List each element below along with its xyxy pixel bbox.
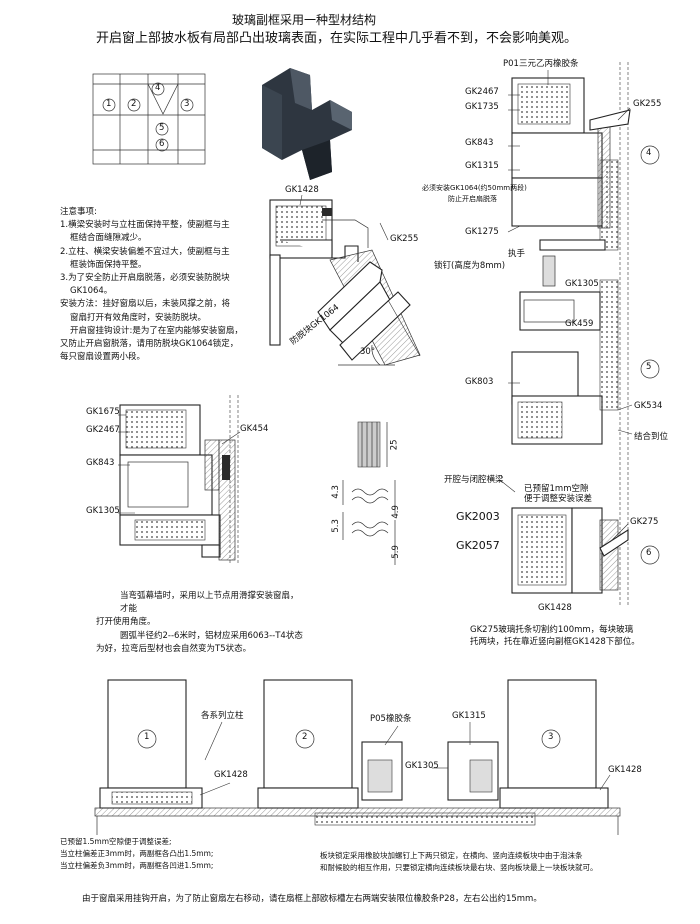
label-joint: 结合到位 [634, 432, 669, 442]
marker-4: 4 [646, 148, 652, 158]
label-gk1428-right: GK1428 [538, 603, 572, 613]
grid-marker-circle [155, 138, 169, 152]
grid-marker-3: 3 [184, 99, 190, 109]
note-line: 圆弧半径约2--6米时，铝材应采用6063--T4状态 [120, 630, 303, 641]
label-gk2003: GK2003 [456, 510, 500, 523]
right-vertical-section [499, 62, 660, 605]
lock-note-1: 板块锁定采用橡胶块加螺钉上下两只锁定，在横向、竖向连续板块中由于泡沫条 [320, 851, 583, 860]
notes-heading: 注意事项: [60, 207, 97, 217]
label-gk275: GK275 [630, 517, 659, 527]
grid-marker-4: 4 [155, 83, 161, 93]
left-section-detail [118, 395, 241, 565]
label-angle-30: 30° [360, 347, 376, 357]
label-gk1275: GK1275 [465, 227, 499, 237]
sheet-subtitle: 开启窗上部披水板有局部凸出玻璃表面，在实际工程中几乎看不到，不会影响美观。 [96, 31, 578, 46]
profile-3d-render [262, 68, 352, 180]
dim-25: 25 [389, 439, 400, 451]
note-line: 打开使用角度。 [96, 617, 156, 628]
label-p05: P05橡胶条 [370, 714, 412, 724]
label-gap-1mm: 已预留1mm空隙 [524, 484, 589, 494]
label-gk459: GK459 [565, 319, 594, 329]
rubber-strip-detail [342, 421, 396, 565]
label-gk2467-left: GK2467 [86, 425, 120, 435]
grid-marker-circle [180, 98, 194, 112]
dim-4-9: 4.9 [390, 505, 401, 519]
elevation-grid [92, 73, 206, 165]
gap-note-2: 当立柱偏差正3mm时，两副框各凸出1.5mm; [60, 849, 214, 858]
label-gk1305-plan: GK1305 [405, 761, 439, 771]
label-handle: 执手 [508, 249, 526, 259]
note-line: 框结合面缝隙减少。 [70, 233, 147, 244]
note-line: 3.为了安全防止开启扇脱落，必须安装防脱块 [60, 273, 230, 284]
label-gk1428-plan-right: GK1428 [608, 765, 642, 775]
label-screw: 锁钉(高度为8mm) [434, 261, 506, 271]
label-anti-fall: 防止开启扇脱落 [448, 195, 497, 203]
label-gk454: GK454 [240, 424, 269, 434]
notes-block: 注意事项: 1.横梁安装时与立柱面保持平整，使副框与主 框结合面缝隙减少。 2.… [60, 206, 260, 364]
note-line: 每只窗扇设置两小段。 [60, 352, 146, 363]
grid-marker-circle [102, 98, 116, 112]
note-line: 开启窗挂钩设计:是为了在室内能够安装窗扇， [70, 325, 243, 336]
label-gk1315-plan: GK1315 [452, 711, 486, 721]
note-line: GK1064。 [70, 286, 113, 297]
sheet-title: 玻璃副框采用一种型材结构 [232, 13, 377, 27]
label-gk2467-right: GK2467 [465, 87, 499, 97]
label-gk1675: GK1675 [86, 407, 120, 417]
label-transom: 开腔与闭腔横梁 [444, 475, 504, 485]
grid-marker-circle [127, 98, 141, 112]
label-p01: P01三元乙丙橡胶条 [503, 59, 579, 69]
label-gk1315-right: GK1315 [465, 161, 499, 171]
label-gap-adjust: 便于调整安装误差 [524, 494, 593, 504]
grid-marker-circle [151, 82, 165, 96]
dim-5-3: 5.3 [330, 519, 341, 533]
plan-marker-3: 3 [548, 732, 554, 742]
label-gk2057: GK2057 [456, 539, 500, 552]
gap-note-3: 当立柱偏差负3mm时，两副框各凹进1.5mm; [60, 861, 214, 870]
grid-marker-1: 1 [106, 99, 112, 109]
note-line: 窗扇打开有效角度时，安装防脱块。 [70, 312, 207, 323]
note-line: 2.立柱、横梁安装偏差不宜过大，使副框与主 [60, 246, 230, 257]
label-gk1735: GK1735 [465, 102, 499, 112]
plan-marker-1: 1 [144, 732, 150, 742]
label-gk534: GK534 [634, 401, 663, 411]
label-must-install: 必须安装GK1064(约50mm两段) [422, 184, 527, 192]
grid-marker-circle [155, 122, 169, 136]
label-mullion: 各系列立柱 [201, 711, 244, 721]
note-line: 当弯弧幕墙时，采用以上节点用滑撑安装窗扇，才能 [120, 591, 299, 615]
note-line: 安装方法：挂好窗扇以后，未装风撑之前，将 [60, 299, 231, 310]
window-hinge-section [269, 194, 421, 366]
marker-6: 6 [646, 548, 652, 558]
note-line: 1.横梁安装时与立柱面保持平整，使副框与主 [60, 220, 230, 231]
gk275-note-2: 托两块，托在靠近竖向副框GK1428下部位。 [470, 637, 640, 647]
dim-4-3: 4.3 [330, 485, 341, 499]
note-line: 又防止开启窗脱落，请用防脱块GK1064锁定， [60, 339, 239, 350]
label-gk255-mid: GK255 [390, 234, 419, 244]
note-line: 为好，拉弯后型材也会自然变为T5状态。 [96, 643, 252, 654]
curved-wall-note: 当弯弧幕墙时，采用以上节点用滑撑安装窗扇，才能 打开使用角度。 圆弧半径约2--… [96, 590, 306, 656]
note-line: 框装饰面保持平整。 [70, 259, 147, 270]
label-gk1305-right: GK1305 [565, 279, 599, 289]
label-gk803: GK803 [465, 377, 494, 387]
marker-5: 5 [646, 362, 652, 372]
bottom-plan-section [94, 679, 621, 835]
label-gk843-right: GK843 [465, 138, 494, 148]
gap-note-1: 已预留1.5mm空隙便于调整误差; [60, 837, 172, 846]
label-gk1305-left: GK1305 [86, 506, 120, 516]
lock-note-2: 和耐候胶的相互作用，只要锁定横向连续板块最右块、竖向板块最上一块板块就可。 [320, 863, 598, 872]
label-gk255-right: GK255 [633, 99, 662, 109]
label-gk843-left: GK843 [86, 458, 115, 468]
grid-marker-5: 5 [159, 123, 165, 133]
grid-marker-2: 2 [131, 99, 137, 109]
label-gk1428-mid: GK1428 [285, 185, 319, 195]
dim-5-9: 5.9 [390, 545, 401, 559]
label-gk1428-plan-left: GK1428 [214, 770, 248, 780]
grid-marker-6: 6 [159, 139, 165, 149]
gk275-note-1: GK275玻璃托条切割约100mm，每块玻璃 [470, 625, 634, 635]
footer-note: 由于窗扇采用挂钩开启，为了防止窗扇左右移动，请在扇框上部欧标槽左右两端安装限位橡… [82, 894, 542, 904]
plan-marker-2: 2 [302, 732, 308, 742]
